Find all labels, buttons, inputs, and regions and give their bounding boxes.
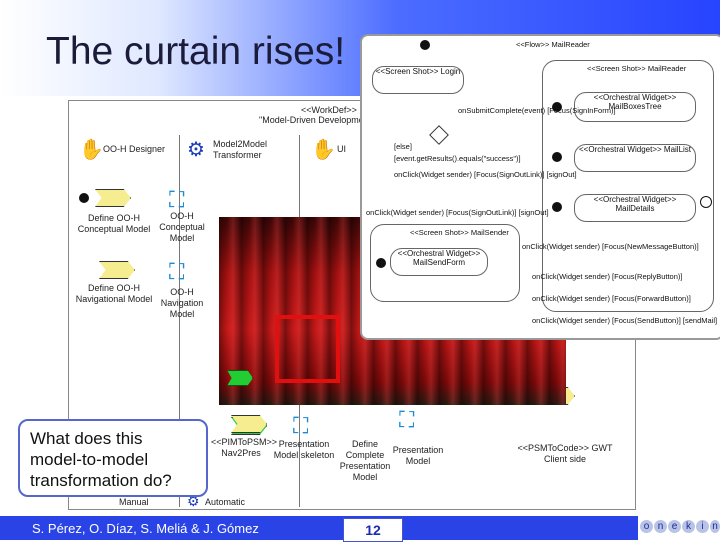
initial-node [420,40,430,50]
initial-node [552,152,562,162]
step-label: <<PIMToPSM>> Nav2Pres [211,437,278,458]
lane-divider [179,135,181,507]
page-number: 12 [343,518,403,542]
transition-label: onClick(Widget sender) [Focus(ReplyButto… [532,272,683,281]
transition-label: onClick(Widget sender) [Focus(SendButton… [532,316,718,325]
initial-node [376,258,386,268]
step-label: OO-H Conceptual Model [159,211,205,243]
role-label: UI [337,144,346,154]
initial-node [552,202,562,212]
gear-icon: ⚙ [187,139,205,161]
task-icon [95,189,131,207]
transition-label: onClick(Widget sender) [Focus(SignOutLin… [394,170,577,179]
role-person-icon: ✋ [311,139,336,161]
state-mailreader-label: <<Screen Shot>> MailReader [587,64,687,73]
artifact-icon: ⛶ [399,407,415,432]
artifact-icon: ⛶ [293,413,309,438]
legend-label: Manual [119,497,149,507]
legend-label: Automatic [205,497,246,507]
role-person-icon: ✋ [79,139,104,161]
role-label: OO-H Designer [103,144,166,154]
initial-node [552,102,562,112]
slide-title: The curtain rises! [46,30,346,73]
role-label: Model2Model Transformer [213,139,268,160]
transition-label: onClick(Widget sender) [Focus(SignOutLin… [366,208,549,217]
state-login: <<Screen Shot>> Login [372,66,464,94]
transition-label: onClick(Widget sender) [Focus(NewMessage… [522,242,699,251]
transition-label: onClick(Widget sender) [Focus(ForwardBut… [532,294,691,303]
state-diagram-header: <<Flow>> MailReader [516,40,590,49]
artifact-icon: ⛶ [169,187,185,212]
logo-letter: i [696,520,709,533]
transition-label: onSubmitComplete(event) [Focus(SignInFor… [458,106,616,115]
question-callout: What does this model-to-model transforma… [18,419,208,497]
highlight-square [275,315,340,383]
logo-letter: n [710,520,720,533]
state-mailsendform: <<Orchestral Widget>> MailSendForm [390,248,488,276]
state-diagram-panel: <<Flow>> MailReader <<Screen Shot>> Logi… [360,34,720,340]
footer-authors: S. Pérez, O. Díaz, S. Meliá & J. Gómez [32,521,259,536]
transition-label: [event.getResults().equals("success")] [394,154,521,163]
onekin-logo: o n e k i n [638,513,720,540]
state-mailboxestree: <<Orchestral Widget>> MailBoxesTree [574,92,696,122]
step-label: Define Complete Presentation Model [339,439,391,482]
state-maillist: <<Orchestral Widget>> MailList [574,144,696,172]
step-label: Define OO-H Navigational Model [75,283,153,304]
step-label: Presentation Model skeleton [273,439,335,460]
step-label: Define OO-H Conceptual Model [77,213,151,234]
task-icon [99,261,135,279]
state-maildetails: <<Orchestral Widget>> MailDetails [574,194,696,222]
transition-label: [else] [394,142,412,151]
logo-letter: n [654,520,667,533]
state-mailsender-label: <<Screen Shot>> MailSender [410,228,509,237]
final-node [700,196,712,208]
artifact-icon: ⛶ [169,259,185,284]
workflow-header-2: "Model-Driven Developme [259,115,364,125]
workflow-header-1: <<WorkDef>> [301,105,357,115]
logo-letter: e [668,520,681,533]
start-node [79,193,89,203]
step-label: <<PSMToCode>> GWT Client side [517,443,613,464]
step-label: OO-H Navigation Model [160,287,204,319]
decision-node [429,125,449,145]
logo-letter: o [640,520,653,533]
logo-letter: k [682,520,695,533]
step-label: Presentation Model [392,445,444,466]
gear-icon: ⚙ [187,493,200,509]
